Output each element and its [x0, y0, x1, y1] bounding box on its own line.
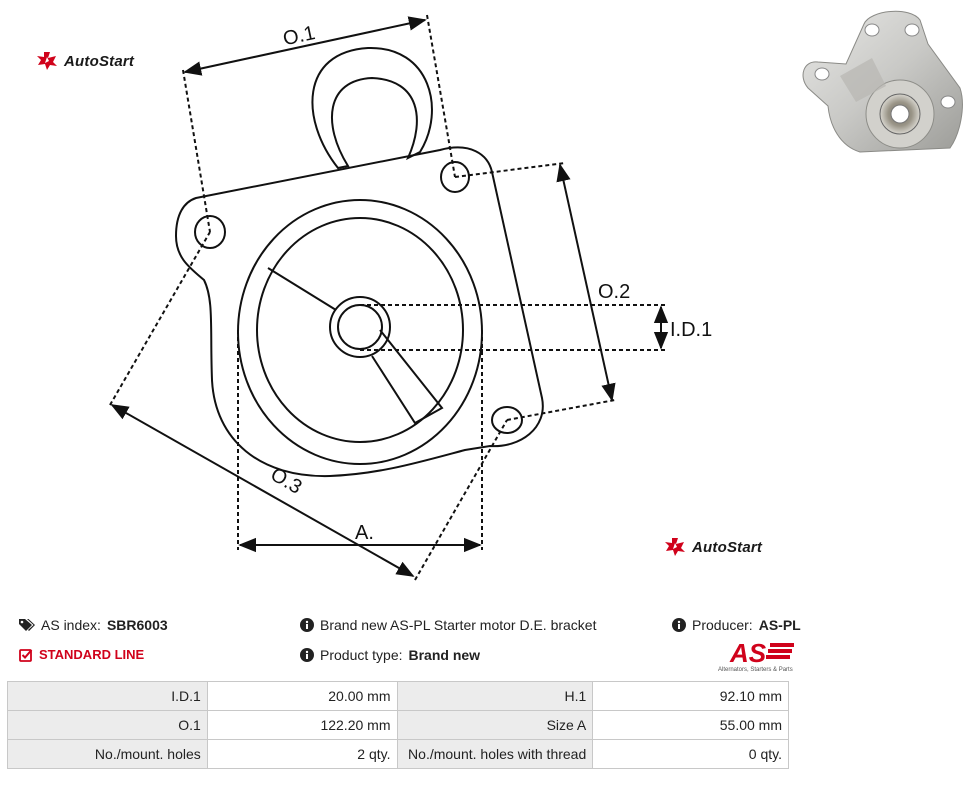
spec-label: I.D.1: [7, 681, 208, 711]
info-icon: [300, 648, 314, 662]
table-row: I.D.1 20.00 mm H.1 92.10 mm: [7, 681, 789, 711]
checkbox-icon: [19, 648, 33, 662]
autostart-logo-text: AutoStart: [692, 538, 763, 556]
info-icon: [300, 618, 314, 632]
tag-icon: [19, 619, 35, 631]
standard-line-label: STANDARD LINE: [39, 647, 145, 662]
spec-label: H.1: [396, 681, 594, 711]
description-row: Brand new AS-PL Starter motor D.E. brack…: [300, 617, 597, 633]
outer-ring: [237, 199, 483, 465]
as-pl-tagline: Alternators, Starters & Parts: [718, 667, 793, 673]
technical-drawing: O.1 O.2 O.3 I.D.1 A.: [109, 14, 712, 581]
spec-value: 2 qty.: [206, 739, 398, 769]
product-type-value: Brand new: [408, 647, 481, 663]
bracket-top-loop: [311, 46, 433, 170]
autostart-logo-icon: [37, 52, 57, 70]
producer-row: Producer: AS-PL: [672, 617, 801, 633]
as-pl-logo: AS Alternators, Starters & Parts: [718, 638, 794, 673]
as-pl-logo-text: AS: [729, 638, 767, 668]
as-index-label: AS index:: [41, 617, 101, 633]
as-index-value: SBR6003: [106, 617, 168, 633]
spec-value: 122.20 mm: [206, 710, 398, 740]
label-a: A.: [355, 522, 374, 544]
central-bore-outer: [329, 296, 391, 358]
product-type-label: Product type:: [320, 647, 403, 663]
product-photo[interactable]: [800, 6, 972, 154]
spec-label: No./mount. holes: [7, 739, 208, 769]
spec-value: 20.00 mm: [206, 681, 398, 711]
spec-value: 55.00 mm: [592, 710, 789, 740]
label-o3: O.3: [267, 464, 306, 499]
cutout-wedge: [267, 267, 444, 425]
producer-label: Producer:: [692, 617, 753, 633]
label-o2: O.2: [598, 281, 630, 303]
spec-value: 0 qty.: [592, 739, 789, 769]
autostart-logo-icon: [665, 538, 685, 556]
spec-label: O.1: [7, 710, 208, 740]
producer-value: AS-PL: [758, 617, 801, 633]
spec-label: Size A: [396, 710, 594, 740]
central-bore-inner: [337, 304, 383, 350]
inner-ring: [256, 217, 464, 443]
mount-hole-top-right: [440, 161, 470, 193]
standard-line-row: STANDARD LINE: [19, 647, 144, 662]
autostart-logo-top: AutoStart: [36, 51, 134, 71]
info-icon: [672, 618, 686, 632]
product-type-row: Product type: Brand new: [300, 647, 480, 663]
table-row: O.1 122.20 mm Size A 55.00 mm: [7, 710, 789, 740]
autostart-logo-text: AutoStart: [64, 52, 135, 70]
label-o1: O.1: [281, 22, 317, 50]
as-index-row: AS index: SBR6003: [19, 617, 168, 633]
spec-label: No./mount. holes with thread: [396, 739, 594, 769]
spec-table: I.D.1 20.00 mm H.1 92.10 mm O.1 122.20 m…: [7, 681, 789, 769]
spec-value: 92.10 mm: [592, 681, 789, 711]
bracket-outline: [174, 146, 544, 478]
mount-hole-bottom-right: [491, 406, 523, 434]
product-description: Brand new AS-PL Starter motor D.E. brack…: [320, 617, 597, 633]
table-row: No./mount. holes 2 qty. No./mount. holes…: [7, 739, 789, 769]
autostart-logo-bottom: AutoStart: [664, 537, 762, 557]
mount-hole-left: [194, 215, 226, 249]
label-id1: I.D.1: [670, 319, 712, 341]
